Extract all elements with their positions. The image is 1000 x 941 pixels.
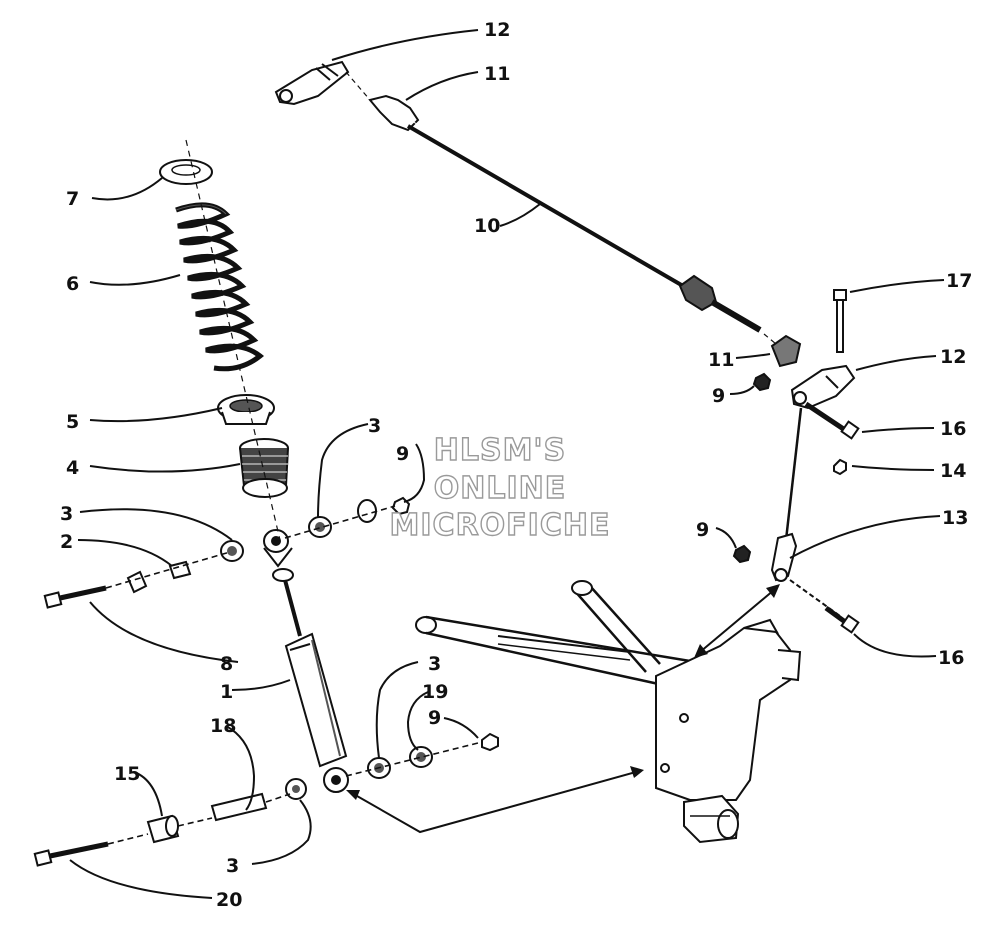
washer-upper	[357, 499, 377, 523]
callout-3-lower-right: 3	[428, 653, 441, 675]
nut-9-lower	[481, 732, 499, 752]
bolt-8	[43, 505, 396, 609]
callout-7: 7	[66, 188, 79, 210]
spring-retainer-7	[159, 159, 213, 185]
a-arm	[415, 580, 697, 692]
coil-spring-6	[176, 202, 265, 372]
callout-15: 15	[114, 763, 140, 785]
bolt-20	[33, 741, 483, 867]
watermark: HLSM'S ONLINE MICROFICHE	[389, 432, 611, 543]
callout-11-upper: 11	[484, 63, 510, 85]
callout-19: 19	[422, 681, 448, 703]
threaded-sleeve-4	[239, 438, 289, 498]
nut-9-link	[732, 544, 752, 564]
callout-12-lower: 12	[940, 346, 966, 368]
tie-rod-end-lower	[790, 364, 856, 410]
callout-13: 13	[942, 507, 968, 529]
callout-11-lower: 11	[708, 349, 734, 371]
watermark-line-2: ONLINE	[434, 471, 567, 506]
bolt-16-lower	[789, 579, 860, 634]
callout-6: 6	[66, 273, 79, 295]
assembly-arrow-link	[694, 584, 780, 658]
callout-5: 5	[66, 411, 79, 433]
callout-3-upper-right: 3	[368, 415, 381, 437]
watermark-line-1: HLSM'S	[434, 433, 566, 468]
tie-rod-end-upper	[274, 60, 350, 106]
bolt-17	[833, 289, 847, 353]
callout-4: 4	[66, 457, 79, 479]
leader-lines	[69, 29, 945, 899]
assembly-arrow-lower	[346, 766, 644, 834]
callout-20: 20	[216, 889, 242, 911]
bolt-16-upper	[804, 401, 860, 440]
callout-14: 14	[940, 460, 966, 482]
bushing-19	[409, 746, 433, 768]
shock-eye-lower	[323, 767, 349, 793]
nut-9-right	[752, 372, 772, 392]
callout-16-upper: 16	[940, 418, 966, 440]
callout-8: 8	[220, 653, 233, 675]
bushing-3-upper-right	[308, 516, 332, 538]
callout-9-upper: 9	[396, 443, 409, 465]
washer-left	[126, 570, 148, 594]
callout-3-lower-left: 3	[226, 855, 239, 877]
shock-absorber-1	[272, 568, 348, 768]
link-rod-13	[770, 407, 803, 582]
callout-labels: 12 11 7 10 6 17 11 12 9 5 3 16 9 4 14 3 …	[60, 19, 972, 911]
callout-2: 2	[60, 531, 73, 553]
callout-17: 17	[946, 270, 972, 292]
watermark-line-3: MICROFICHE	[390, 508, 611, 543]
callout-9-link: 9	[696, 519, 709, 541]
callout-3-upper-left: 3	[60, 503, 73, 525]
bushing-3-upper-left	[220, 540, 244, 562]
callout-9-right: 9	[712, 385, 725, 407]
sleeve-2	[168, 560, 192, 580]
callout-18: 18	[210, 715, 236, 737]
shock-eye-upper	[263, 529, 293, 568]
tie-rod	[368, 94, 762, 333]
callout-16-lower: 16	[938, 647, 964, 669]
bushing-3-lower-left	[285, 778, 307, 800]
callout-1: 1	[220, 681, 233, 703]
callout-12-upper: 12	[484, 19, 510, 41]
nut-14	[833, 458, 847, 476]
spacer-18	[210, 792, 268, 822]
tie-rod-sleeve-lower	[770, 334, 802, 368]
spindle	[655, 618, 802, 844]
callout-10: 10	[474, 215, 500, 237]
spacer-15	[146, 814, 180, 844]
adjuster-collar-5	[217, 394, 275, 425]
callout-9-lower: 9	[428, 707, 441, 729]
